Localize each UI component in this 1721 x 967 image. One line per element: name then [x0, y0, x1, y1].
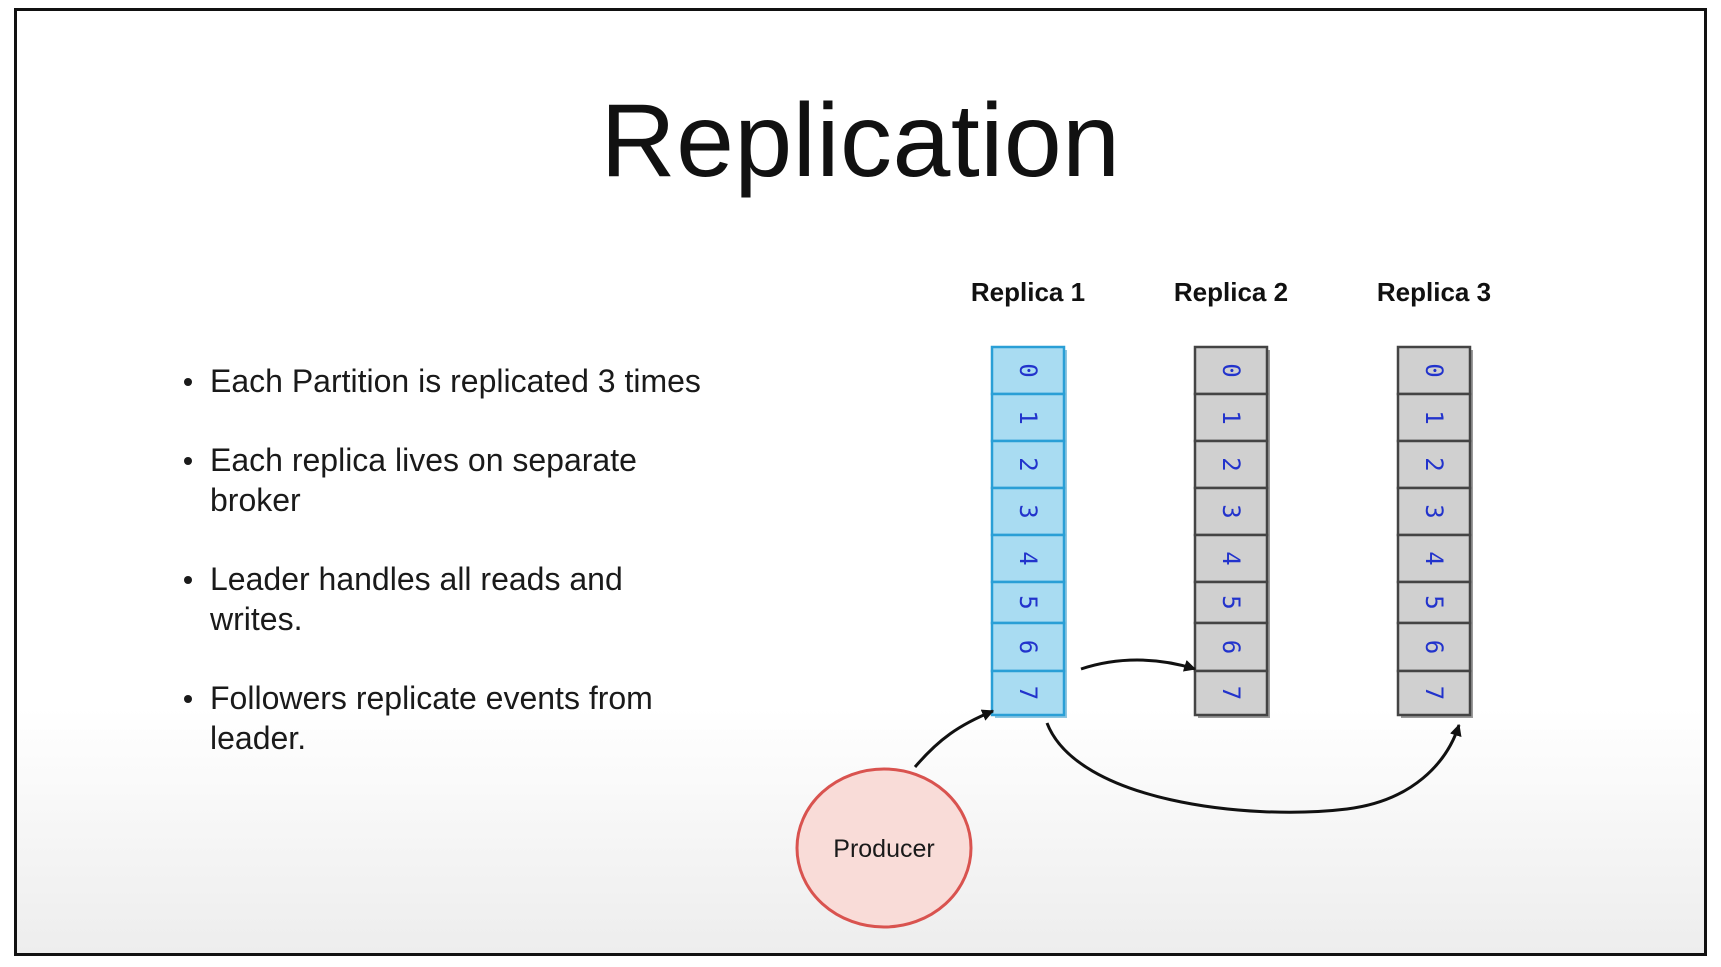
offset-cell-box	[990, 486, 1066, 537]
offset-number: 6	[1014, 640, 1042, 654]
offset-cell: 7	[1396, 669, 1473, 718]
producer-node: Producer	[795, 767, 973, 929]
replication-diagram: Replica 1 0 1 2 3 4 5 6 7 Replica 2 0 1 2 3 4 5 6 7 Replic…	[795, 277, 1491, 929]
offset-cell-box	[1193, 439, 1269, 490]
offset-cell-box	[1193, 580, 1269, 625]
replica-columns: Replica 1 0 1 2 3 4 5 6 7 Replica 2 0 1 2 3 4 5 6 7 Replic…	[971, 277, 1491, 718]
offset-cell: 3	[990, 486, 1067, 538]
offset-cell: 4	[990, 533, 1067, 585]
offset-number: 4	[1420, 551, 1448, 565]
bullet-item: Each replica lives on separate broker	[182, 440, 702, 520]
offset-number: 6	[1420, 640, 1448, 654]
offset-cell-box	[1193, 669, 1269, 717]
leader-to-replica-3-arrow	[1045, 722, 1462, 814]
bullet-item: Leader handles all reads and writes.	[182, 559, 702, 639]
producer-to-leader-arrow	[913, 709, 995, 768]
offset-cell: 1	[1396, 392, 1473, 444]
offset-cell-box	[990, 580, 1066, 625]
offset-number: 3	[1420, 504, 1448, 518]
offset-cell-box	[990, 439, 1066, 490]
offset-cell-box	[990, 345, 1066, 396]
offset-number: 3	[1217, 504, 1245, 518]
offset-number: 5	[1420, 595, 1448, 609]
offset-number: 2	[1014, 457, 1042, 471]
offset-cell: 3	[1193, 486, 1270, 538]
offset-cell: 5	[1193, 580, 1270, 626]
offset-number: 2	[1420, 457, 1448, 471]
offset-cell: 0	[1396, 345, 1473, 397]
offset-cell-box	[1193, 392, 1269, 443]
offset-cell: 4	[1193, 533, 1270, 585]
offset-cell-box	[1396, 533, 1472, 584]
bullet-item: Each Partition is replicated 3 times	[182, 361, 702, 401]
offset-cell: 5	[990, 580, 1067, 626]
offset-number: 0	[1014, 363, 1042, 377]
replica-label: Replica 2	[1174, 277, 1288, 307]
replica-label: Replica 3	[1377, 277, 1491, 307]
offset-cell-box	[1193, 345, 1269, 396]
offset-number: 0	[1217, 363, 1245, 377]
offset-cell: 2	[1396, 439, 1473, 491]
offset-number: 0	[1420, 363, 1448, 377]
offset-number: 6	[1217, 640, 1245, 654]
offset-number: 4	[1217, 551, 1245, 565]
offset-number: 7	[1014, 686, 1042, 700]
offset-cell: 7	[990, 669, 1067, 718]
offset-cell-box	[1193, 621, 1269, 673]
offset-cell-box	[1396, 486, 1472, 537]
producer-label: Producer	[833, 835, 934, 863]
offset-cell-box	[990, 669, 1066, 717]
slide: Replication Each Partition is replicated…	[14, 8, 1707, 956]
offset-cell-box	[1193, 533, 1269, 584]
offset-cell-box	[1396, 392, 1472, 443]
offset-cell: 7	[1193, 669, 1270, 718]
offset-cell: 2	[1193, 439, 1270, 491]
leader-to-replica-2-arrow	[1080, 658, 1197, 672]
offset-cell: 0	[990, 345, 1067, 397]
offset-cell-box	[1396, 669, 1472, 717]
offset-cell-box	[990, 533, 1066, 584]
slide-title: Replication	[600, 83, 1121, 199]
offset-number: 5	[1014, 595, 1042, 609]
offset-number: 7	[1217, 686, 1245, 700]
offset-number: 3	[1014, 504, 1042, 518]
offset-cell: 1	[1193, 392, 1270, 444]
offset-cell-box	[1396, 621, 1472, 673]
offset-cell: 3	[1396, 486, 1473, 538]
bullet-item: Followers replicate events from leader.	[182, 678, 702, 758]
offset-cell: 2	[990, 439, 1067, 491]
producer-circle	[795, 767, 973, 929]
offset-number: 1	[1217, 410, 1245, 424]
offset-cell-box	[1193, 486, 1269, 537]
offset-cell: 6	[1193, 621, 1270, 674]
offset-cell: 5	[1396, 580, 1473, 626]
offset-cell: 1	[990, 392, 1067, 444]
replica-label: Replica 1	[971, 277, 1085, 307]
offset-cell: 6	[1396, 621, 1473, 674]
offset-cell-box	[990, 621, 1066, 673]
offset-number: 7	[1420, 686, 1448, 700]
offset-number: 5	[1217, 595, 1245, 609]
offset-number: 2	[1217, 457, 1245, 471]
offset-cell: 0	[1193, 345, 1270, 397]
offset-number: 4	[1014, 551, 1042, 565]
offset-number: 1	[1014, 410, 1042, 424]
bullet-list: Each Partition is replicated 3 times Eac…	[182, 361, 702, 797]
offset-cell: 6	[990, 621, 1067, 674]
offset-cell-box	[1396, 345, 1472, 396]
offset-number: 1	[1420, 410, 1448, 424]
offset-cell: 4	[1396, 533, 1473, 585]
replication-arrows	[913, 658, 1462, 814]
offset-cell-box	[990, 392, 1066, 443]
